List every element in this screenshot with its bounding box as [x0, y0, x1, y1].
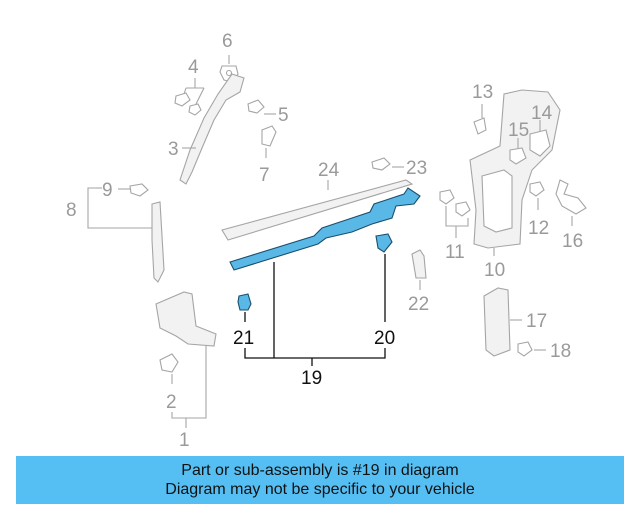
- part-14-cover: [529, 129, 551, 157]
- banner-line-2: Diagram may not be specific to your vehi…: [165, 481, 475, 498]
- part-11-clip-a: [439, 189, 455, 205]
- part-3-pillar-trim: [179, 73, 245, 185]
- callout-5: 5: [278, 105, 289, 126]
- part-20-clip[interactable]: [375, 233, 393, 253]
- callout-20: 20: [374, 328, 395, 349]
- callout-9: 9: [102, 180, 113, 201]
- callout-16: 16: [562, 231, 583, 252]
- part-22-clip: [411, 249, 427, 279]
- callout-12: 12: [528, 218, 549, 239]
- callout-3: 3: [168, 139, 179, 160]
- part-19-sill-plate[interactable]: [229, 187, 421, 271]
- callout-2: 2: [166, 392, 177, 413]
- callout-23: 23: [406, 158, 427, 179]
- part-23-clip: [371, 157, 391, 171]
- callout-24: 24: [318, 160, 340, 181]
- part-4-fasteners: [174, 92, 202, 116]
- part-1-kick-panel: [155, 291, 217, 347]
- part-10-handle: [481, 169, 513, 233]
- callout-15: 15: [508, 120, 529, 141]
- part-9-clip: [129, 183, 149, 197]
- callout-21: 21: [233, 328, 254, 349]
- part-5-bolt: [247, 99, 265, 114]
- part-24-scuff-strip: [221, 179, 414, 241]
- callout-10: 10: [484, 260, 505, 281]
- part-18-bolt: [517, 341, 533, 357]
- callout-14: 14: [531, 103, 553, 124]
- part-16-handle: [555, 179, 587, 215]
- part-11-clip-b: [455, 201, 471, 217]
- callout-4: 4: [188, 57, 199, 78]
- callout-17: 17: [526, 311, 547, 332]
- callout-6: 6: [222, 31, 233, 52]
- callout-1: 1: [179, 430, 190, 451]
- part-17-lower-trim: [483, 287, 511, 357]
- banner-line-1: Part or sub-assembly is #19 in diagram: [181, 462, 459, 479]
- callout-22: 22: [408, 294, 429, 315]
- part-7-clip: [261, 125, 277, 147]
- info-banner: Part or sub-assembly is #19 in diagram D…: [16, 456, 624, 504]
- callout-18: 18: [550, 341, 571, 362]
- callout-19: 19: [301, 368, 322, 389]
- part-21-clip[interactable]: [237, 293, 252, 311]
- callout-7: 7: [259, 165, 270, 186]
- part-13-clip: [473, 117, 487, 135]
- part-2-clip: [159, 353, 179, 373]
- callout-11: 11: [445, 242, 465, 263]
- part-12-bolt: [529, 181, 545, 197]
- part-8-pillar-garnish: [151, 201, 165, 283]
- part-15-bolt: [509, 147, 527, 165]
- callout-13: 13: [472, 82, 493, 103]
- callout-8: 8: [66, 200, 77, 221]
